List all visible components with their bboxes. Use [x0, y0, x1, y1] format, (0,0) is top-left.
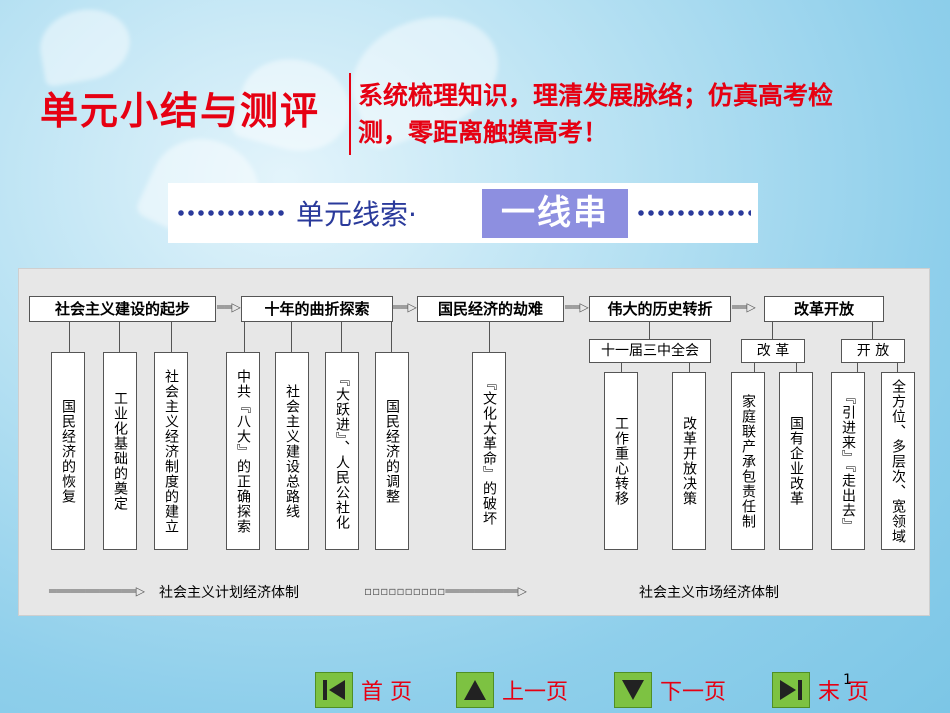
- next-button[interactable]: 下一页: [614, 672, 726, 708]
- item-box: 国民经济的恢复: [51, 352, 85, 550]
- connector: [244, 322, 245, 352]
- connector: [119, 322, 120, 352]
- connector: [621, 362, 622, 372]
- item-box: 『文化大革命』的破坏: [472, 352, 506, 550]
- group-label: 改 革: [741, 339, 805, 363]
- connector: [489, 322, 490, 352]
- first-page-icon: [315, 672, 353, 708]
- banner-highlight: 一线串: [482, 189, 628, 238]
- item-box: 社会主义经济制度的建立: [154, 352, 188, 550]
- home-label: 首 页: [361, 680, 412, 705]
- banner-dots-right: [636, 209, 751, 217]
- banner-text: 单元线索·: [296, 198, 417, 231]
- item-box: 改革开放决策: [672, 372, 706, 550]
- next-label: 下一页: [660, 680, 727, 705]
- end-button[interactable]: 末 页: [772, 672, 869, 708]
- home-button[interactable]: 首 页: [315, 672, 412, 708]
- double-arrow-icon: ════════════▷: [49, 584, 145, 598]
- stage-header: 十年的曲折探索: [241, 296, 393, 322]
- connector: [69, 322, 70, 352]
- triangle-up-icon: [456, 672, 494, 708]
- stage-header: 改革开放: [764, 296, 884, 322]
- timeline-diagram: 社会主义建设的起步 十年的曲折探索 国民经济的劫难 伟大的历史转折 改革开放 ═…: [18, 268, 930, 616]
- arrow-right-icon: ══▷: [732, 300, 756, 314]
- triangle-down-icon: [614, 672, 652, 708]
- page-title: 单元小结与测评: [40, 89, 321, 133]
- market-economy-label: 社会主义市场经济体制: [639, 585, 779, 601]
- connector: [872, 322, 873, 339]
- connector: [754, 362, 755, 372]
- section-banner: 单元线索· 一线串: [168, 183, 758, 243]
- item-box: 『大跃进』、人民公社化: [325, 352, 359, 550]
- planned-economy-label: 社会主义计划经济体制: [159, 585, 299, 601]
- prev-button[interactable]: 上一页: [456, 672, 568, 708]
- title-divider: [349, 73, 351, 155]
- item-box: 社会主义建设总路线: [275, 352, 309, 550]
- item-box: 国民经济的调整: [375, 352, 409, 550]
- item-box: 工业化基础的奠定: [103, 352, 137, 550]
- arrow-right-icon: ══▷: [393, 300, 417, 314]
- connector: [391, 322, 392, 352]
- dotted-arrow-icon: ▫▫▫▫▫▫▫▫▫▫══════════▷: [364, 584, 527, 598]
- connector: [857, 362, 858, 372]
- item-box: 『引进来』『走出去』: [831, 372, 865, 550]
- connector: [649, 322, 650, 339]
- group-label: 开 放: [841, 339, 905, 363]
- connector: [171, 322, 172, 352]
- connector: [796, 362, 797, 372]
- item-box: 中共『八大』的正确探索: [226, 352, 260, 550]
- stage-header: 国民经济的劫难: [417, 296, 564, 322]
- end-label: 末 页: [818, 680, 869, 705]
- banner-dots-left: [176, 209, 286, 217]
- item-box: 工作重心转移: [604, 372, 638, 550]
- group-label: 十一届三中全会: [589, 339, 711, 363]
- connector: [291, 322, 292, 352]
- connector: [689, 362, 690, 372]
- arrow-right-icon: ══▷: [217, 300, 241, 314]
- connector: [772, 322, 773, 339]
- stage-header: 社会主义建设的起步: [29, 296, 216, 322]
- connector: [897, 362, 898, 372]
- connector: [341, 322, 342, 352]
- stage-header: 伟大的历史转折: [589, 296, 731, 322]
- item-box: 家庭联产承包责任制: [731, 372, 765, 550]
- item-box: 全方位、多层次、宽领域: [881, 372, 915, 550]
- page-number: 1: [843, 672, 852, 688]
- arrow-right-icon: ══▷: [565, 300, 589, 314]
- prev-label: 上一页: [502, 680, 569, 705]
- last-page-icon: [772, 672, 810, 708]
- page-subtitle: 系统梳理知识，理清发展脉络；仿真高考检测，零距离触摸高考！: [358, 81, 834, 147]
- item-box: 国有企业改革: [779, 372, 813, 550]
- butterfly-decoration: [34, 2, 136, 88]
